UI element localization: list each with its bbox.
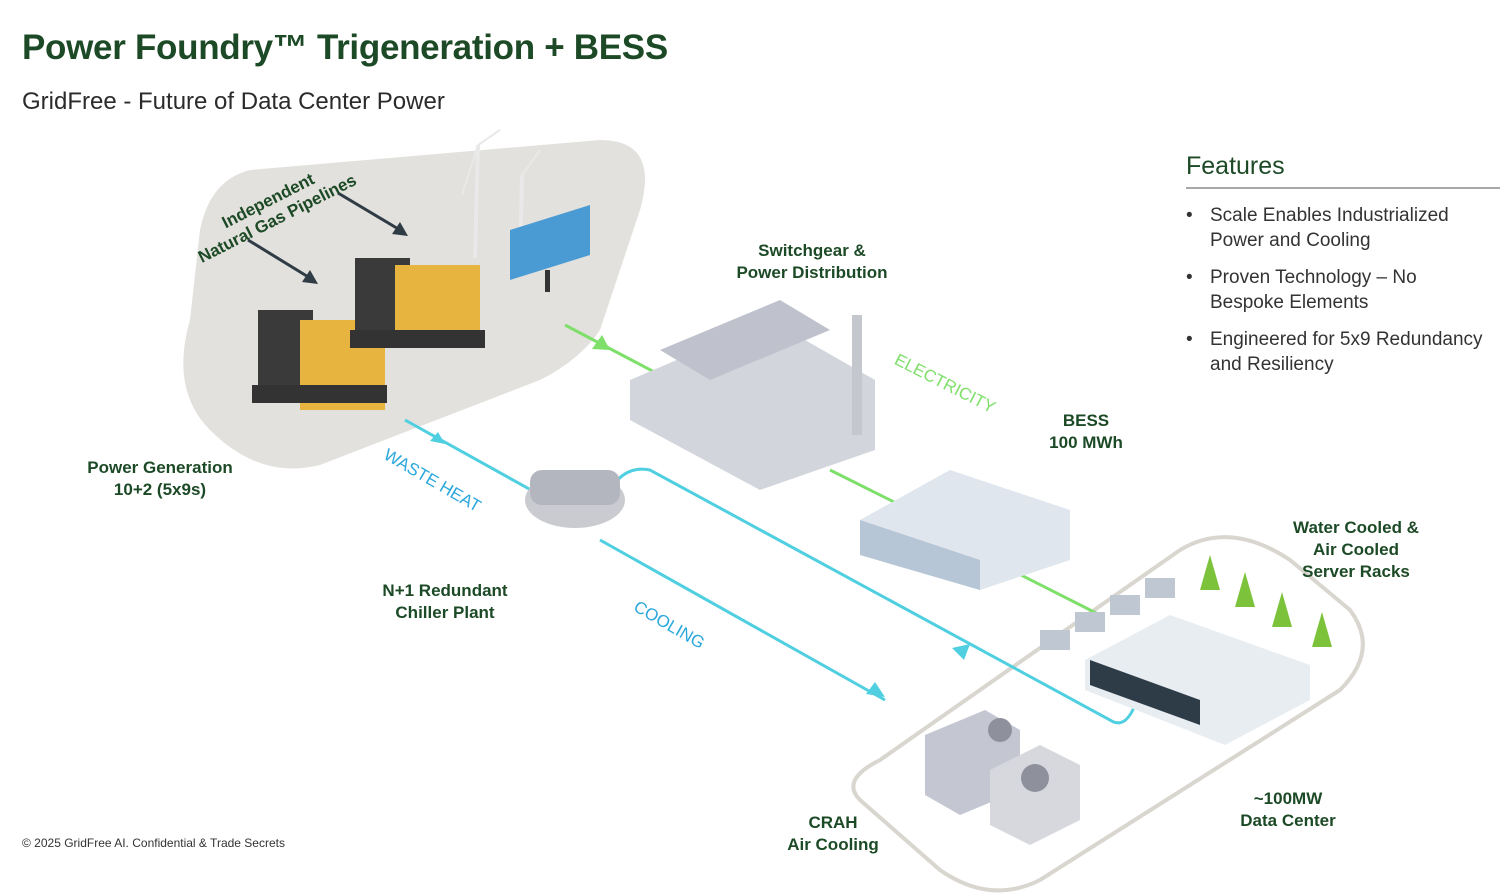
water-loop: [404, 418, 1137, 725]
cooling-arrow: [866, 682, 885, 697]
return-arrow: [952, 644, 970, 660]
page-title: Power Foundry™ Trigeneration + BESS: [22, 28, 668, 67]
feature-item: Engineered for 5x9 Redundancy and Resili…: [1186, 327, 1490, 377]
crah-icon: [925, 710, 1080, 845]
data-center-pad: [851, 535, 1365, 893]
gas-pipeline-arrows: [247, 191, 401, 280]
bess-icon: [860, 470, 1070, 590]
features-panel: Features Scale Enables Industrialized Po…: [1186, 152, 1500, 389]
server-racks-icon: [1040, 578, 1310, 745]
page-subtitle: GridFree - Future of Data Center Power: [22, 88, 445, 115]
switchgear-icon: [630, 300, 875, 490]
feature-item: Scale Enables Industrialized Power and C…: [1186, 203, 1490, 253]
copyright-footer: © 2025 GridFree AI. Confidential & Trade…: [22, 836, 285, 850]
electricity-arrow: [592, 335, 610, 350]
solar-panel-icon: [510, 205, 590, 292]
crah-label: CRAH Air Cooling: [787, 813, 879, 854]
bess-label: BESS 100 MWh: [1049, 411, 1123, 452]
features-heading: Features: [1186, 152, 1500, 189]
feature-item: Proven Technology – No Bespoke Elements: [1186, 265, 1490, 315]
power-generation-label: Power Generation 10+2 (5x9s): [87, 458, 233, 499]
chiller-plant-label: N+1 Redundant Chiller Plant: [382, 581, 508, 622]
tree-icon: [1200, 555, 1332, 647]
generator-icon: [350, 258, 485, 348]
generator-icon: [252, 310, 387, 410]
data-center-label: ~100MW Data Center: [1240, 789, 1336, 830]
waste-heat-arrow: [430, 432, 445, 444]
electricity-line: [564, 323, 1101, 617]
server-racks-label: Water Cooled & Air Cooled Server Racks: [1293, 518, 1419, 581]
chiller-icon: [525, 470, 625, 528]
features-list: Scale Enables Industrialized Power and C…: [1186, 203, 1500, 377]
switchgear-label: Switchgear & Power Distribution: [736, 241, 888, 282]
